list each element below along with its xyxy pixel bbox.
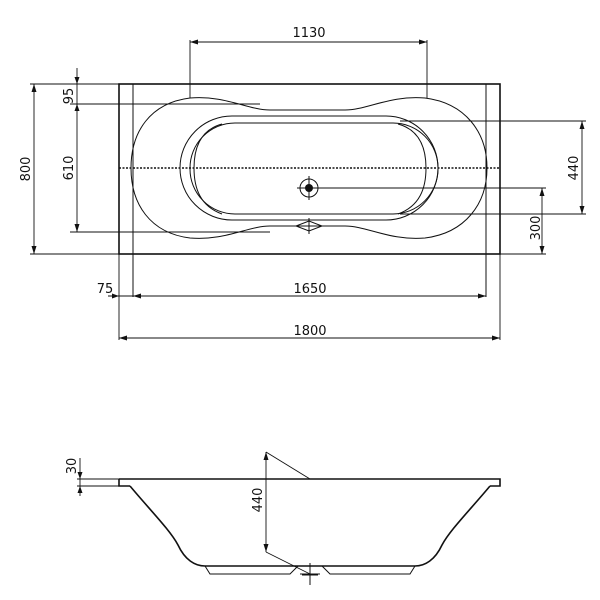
side-foot-right [321, 565, 416, 575]
dim-label-top-width: 1130 [292, 26, 325, 41]
side-foot-left [204, 565, 299, 575]
overflow-marker-icon [294, 220, 324, 232]
dim-label-overall-width: 1800 [293, 324, 326, 339]
dim-label-inner-height: 610 [62, 156, 77, 181]
left-backrest-curve [193, 123, 223, 215]
right-backrest-curve [397, 123, 427, 215]
tub-outer-rim [118, 83, 501, 255]
dim-label-rim-thickness: 30 [65, 458, 80, 475]
dim-right-height: 440 [400, 120, 586, 215]
side-view [77, 478, 501, 585]
dim-label-overall-height: 800 [19, 157, 34, 182]
dim-inner-width: 75 1650 [97, 254, 501, 340]
side-rim [118, 478, 501, 487]
dim-inner-height: 610 [62, 104, 270, 233]
dim-label-right-height: 440 [567, 156, 582, 181]
top-view [118, 83, 501, 297]
dim-drain-height: 300 [318, 187, 546, 255]
dim-label-offset-top: 95 [62, 88, 77, 105]
dim-label-rim-left: 75 [97, 282, 114, 297]
dim-overall-width: 1800 [119, 324, 500, 341]
side-tub-profile [129, 485, 491, 567]
dim-label-depth: 440 [251, 488, 266, 513]
dim-label-drain-height: 300 [529, 216, 544, 241]
dim-offset-top: 95 [62, 68, 260, 111]
dim-rim-thickness: 30 [65, 458, 83, 496]
dim-depth: 440 [251, 451, 311, 575]
basin-outer-outline [130, 97, 488, 239]
dim-label-inner-width: 1650 [293, 282, 326, 297]
dim-top-width: 1130 [189, 26, 428, 98]
dim-overall-height: 800 [19, 83, 119, 255]
